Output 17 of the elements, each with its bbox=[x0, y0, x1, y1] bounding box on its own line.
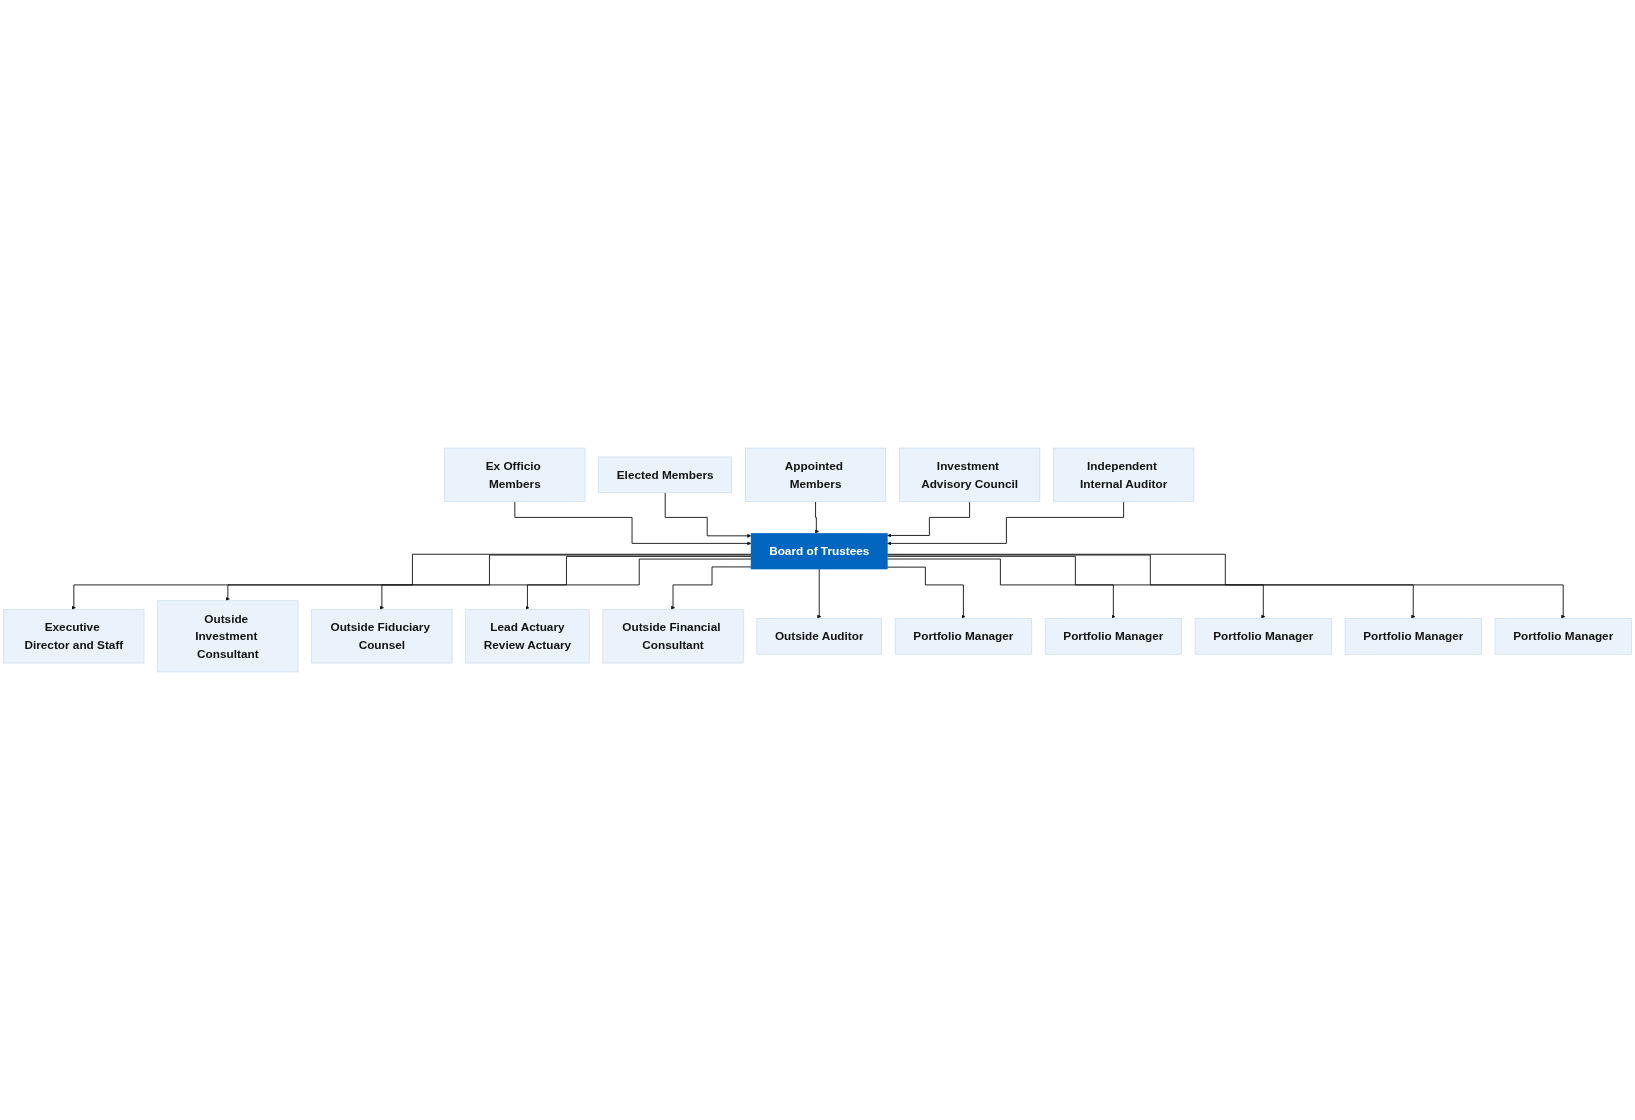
node-box: Elected Members bbox=[598, 456, 733, 494]
node-box: Portfolio Manager bbox=[1194, 618, 1332, 655]
node-box: Appointed Members bbox=[745, 447, 887, 502]
node-box: Ex Officio Members bbox=[444, 447, 586, 502]
node-box: Portfolio Manager bbox=[1494, 618, 1632, 655]
node-box: Portfolio Manager bbox=[894, 618, 1032, 655]
node-box: Independent Internal Auditor bbox=[1053, 447, 1195, 502]
node-box: Outside Fiduciary Counsel bbox=[311, 609, 453, 664]
node-box: Lead Actuary Review Actuary bbox=[465, 609, 590, 664]
node-box: Portfolio Manager bbox=[1044, 618, 1182, 655]
node-box: Investment Advisory Council bbox=[899, 447, 1041, 502]
node-box: Executive Director and Staff bbox=[3, 609, 145, 664]
node-box: Board of Trustees bbox=[750, 533, 888, 570]
node-box: Portfolio Manager bbox=[1344, 618, 1482, 655]
node-box: Outside Financial Consultant bbox=[602, 609, 744, 664]
node-box: Outside Auditor bbox=[756, 618, 882, 655]
node-box: Outside Investment Consultant bbox=[157, 600, 299, 673]
